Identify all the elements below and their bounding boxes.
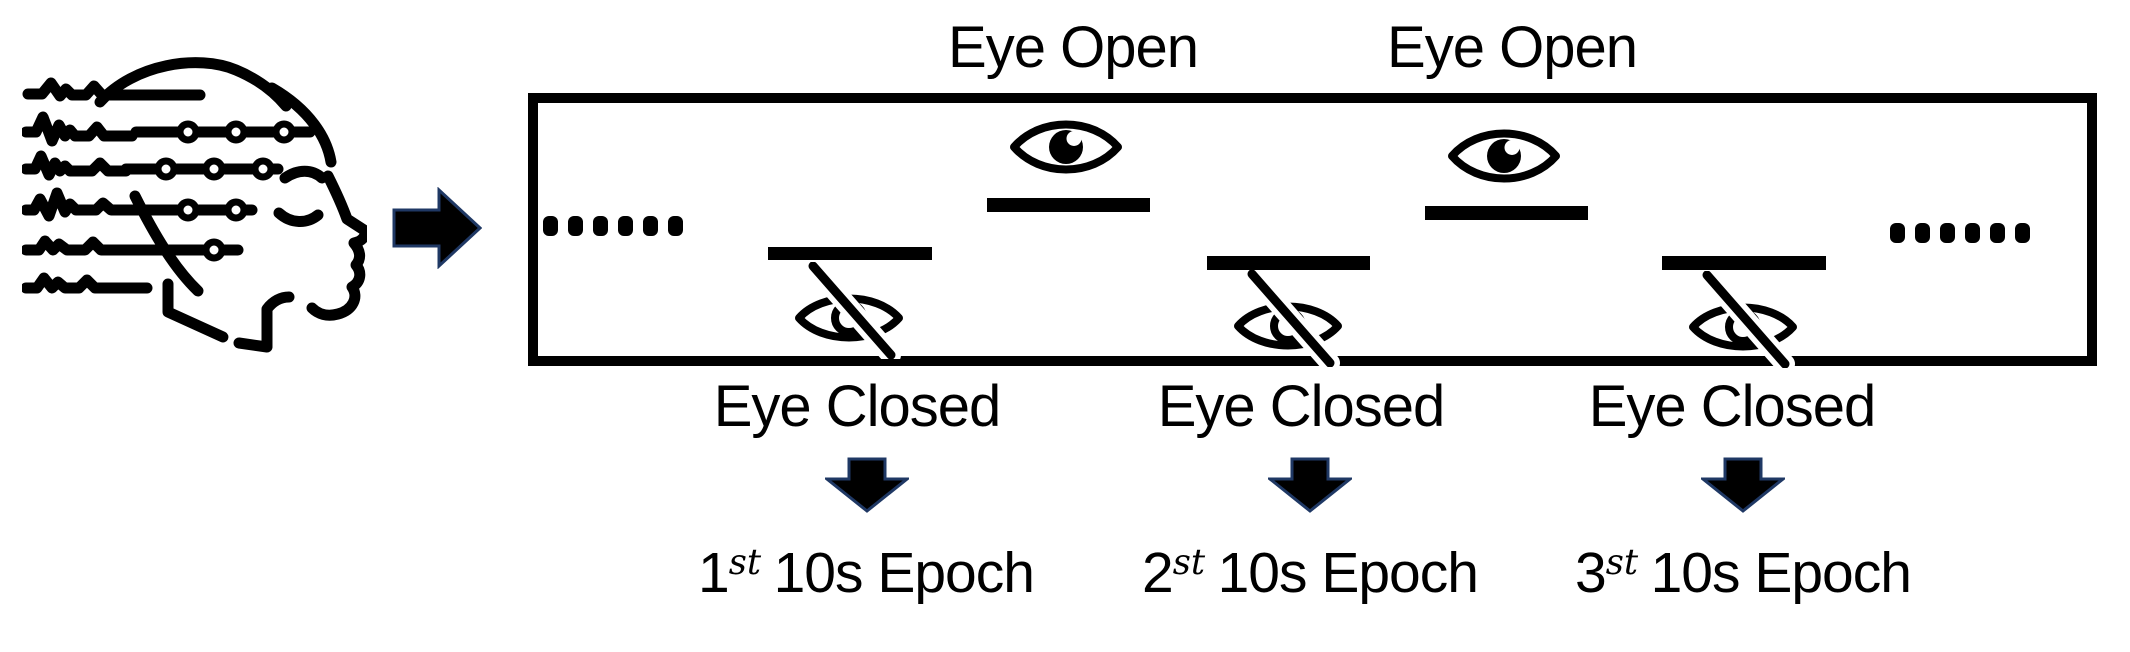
eeg-head-icon: [22, 57, 367, 353]
epoch-label: 3st 10s Epoch: [1575, 541, 1912, 605]
ellipsis-dot: [2015, 223, 2030, 243]
eye-open-icon: [1448, 129, 1560, 183]
ellipsis-dot: [543, 216, 558, 236]
eye-open-segment-bar: [1425, 206, 1588, 220]
down-arrow-icon: [1268, 457, 1352, 513]
eye-closed-icon: [795, 262, 903, 359]
epoch-unit: 10s Epoch: [1217, 541, 1479, 605]
eye-closed-icon: [1689, 271, 1797, 368]
right-ellipsis-dots: [1890, 223, 2030, 243]
ellipsis-dot: [1965, 223, 1980, 243]
ellipsis-dot: [593, 216, 608, 236]
ellipsis-dot: [1940, 223, 1955, 243]
epoch-ordinal-suffix: st: [1605, 541, 1639, 583]
eye-closed-icon: [1234, 270, 1342, 367]
eye-open-label: Eye Open: [1387, 15, 1638, 80]
epoch-ordinal: 1: [698, 541, 730, 605]
epoch-label: 2st 10s Epoch: [1142, 541, 1479, 605]
timeline-box: [528, 93, 2097, 366]
eye-closed-label: Eye Closed: [1588, 374, 1877, 439]
ellipsis-dot: [643, 216, 658, 236]
epoch-ordinal-suffix: st: [1172, 541, 1206, 583]
eye-open-label: Eye Open: [948, 15, 1199, 80]
epoch-unit: 10s Epoch: [1650, 541, 1912, 605]
eye-closed-segment-bar: [1662, 256, 1826, 270]
epoch-label: 1st 10s Epoch: [698, 541, 1035, 605]
ellipsis-dot: [1890, 223, 1905, 243]
eye-closed-segment-bar: [1207, 256, 1370, 270]
right-arrow-icon: [392, 187, 482, 269]
eye-closed-segment-bar: [768, 247, 932, 260]
eye-closed-label: Eye Closed: [1157, 374, 1446, 439]
eye-closed-label: Eye Closed: [713, 374, 1002, 439]
epoch-unit: 10s Epoch: [773, 541, 1035, 605]
epoch-ordinal: 2: [1142, 541, 1174, 605]
left-ellipsis-dots: [543, 216, 683, 236]
ellipsis-dot: [568, 216, 583, 236]
down-arrow-icon: [825, 457, 909, 513]
ellipsis-dot: [668, 216, 683, 236]
ellipsis-dot: [1990, 223, 2005, 243]
eye-open-icon: [1010, 120, 1122, 174]
ellipsis-dot: [618, 216, 633, 236]
eye-open-segment-bar: [987, 198, 1150, 212]
down-arrow-icon: [1701, 457, 1785, 513]
ellipsis-dot: [1915, 223, 1930, 243]
epoch-ordinal-suffix: st: [728, 541, 762, 583]
epoch-ordinal: 3: [1575, 541, 1607, 605]
